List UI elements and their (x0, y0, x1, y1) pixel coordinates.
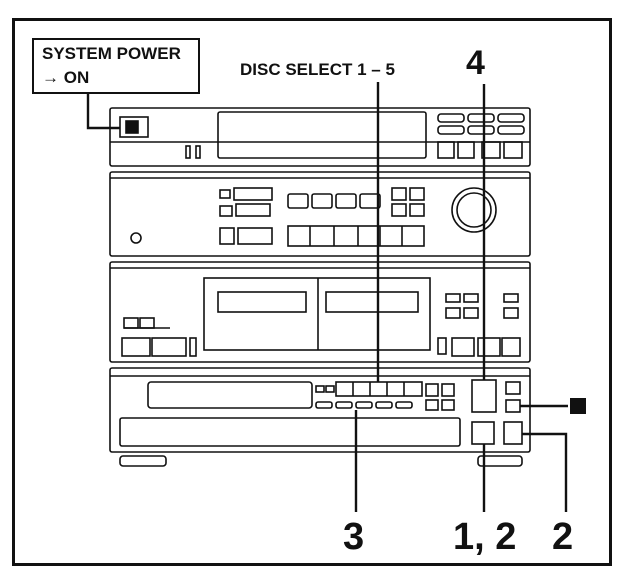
amplifier-unit (109, 171, 531, 257)
system-power-label-box: SYSTEM POWER → ON (32, 38, 200, 94)
cassette-unit (109, 261, 531, 363)
step-3-label: 3 (343, 516, 365, 558)
play-button[interactable] (471, 379, 497, 413)
stop-button[interactable] (505, 399, 521, 413)
system-power-label: SYSTEM POWER (42, 44, 181, 63)
tuner-display (217, 111, 427, 159)
power-callout-line (86, 94, 120, 130)
disc-select-buttons[interactable] (335, 381, 423, 397)
step-1-2-label: 1, 2 (453, 516, 517, 558)
foot-right (477, 455, 523, 467)
cd-display (147, 381, 313, 409)
cd-changer-unit (109, 367, 531, 453)
headphone-jack (130, 232, 142, 244)
foot-left (119, 455, 167, 467)
power-on-label: → ON (42, 68, 90, 87)
step-4-label: 4 (466, 44, 485, 82)
diagram-frame (12, 18, 612, 566)
disc-tray (119, 417, 461, 447)
tuner-unit (109, 107, 531, 167)
disc-select-label: DISC SELECT 1 – 5 (240, 60, 395, 79)
step-2-label: 2 (552, 516, 574, 558)
open-close-button[interactable] (471, 421, 495, 445)
step-2-callout-line (522, 432, 568, 512)
stop-square-icon (570, 398, 586, 414)
disc-skip-button[interactable] (503, 421, 523, 445)
volume-knob[interactable] (451, 187, 497, 233)
